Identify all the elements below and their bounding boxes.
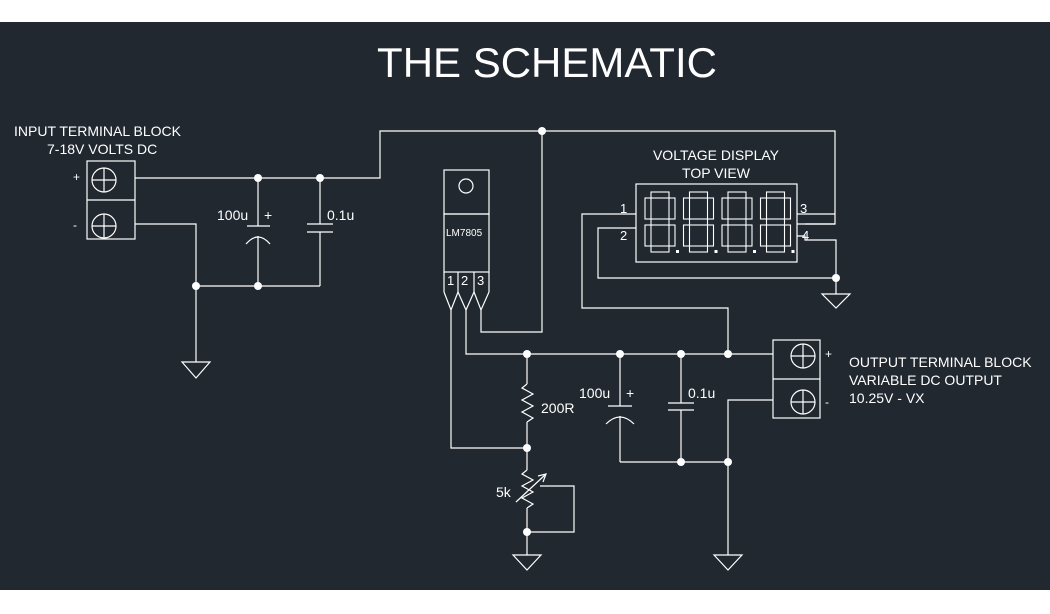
digit-segment: [688, 191, 709, 199]
input-cap-small-label: 0.1u: [327, 207, 354, 223]
digit-segment: [759, 197, 768, 220]
junction-dot: [316, 174, 324, 182]
digit-segment: [650, 218, 670, 226]
regulator-pin3-label: 3: [477, 273, 484, 288]
junction-dot: [724, 458, 732, 466]
display-pin1-label: 1: [620, 201, 627, 216]
regulator-pin2-label: 2: [461, 273, 468, 288]
digit-segment: [668, 197, 676, 220]
schematic-drawing: THE SCHEMATIC INPUT TERMINAL BLOCK 7-18V…: [14, 39, 1032, 571]
seven-segment-digit: [721, 191, 756, 253]
display-pin3-label: 3: [800, 201, 807, 216]
digit-segment: [745, 224, 753, 247]
output-filter: [605, 353, 773, 555]
input-cap-big-label: 100u: [217, 207, 248, 223]
output-terminal-block: [772, 339, 821, 419]
schematic-title: THE SCHEMATIC: [377, 39, 717, 86]
digit-segment: [765, 218, 786, 226]
ground-icon: [820, 293, 852, 309]
seven-segment-digit: [759, 191, 795, 253]
ground-icon: [712, 554, 744, 571]
output-minus-label: -: [825, 395, 829, 409]
digit-segment: [668, 224, 676, 247]
decimal-point: [676, 250, 679, 253]
regulator-wiring: [450, 131, 728, 449]
junction-dot: [254, 174, 262, 182]
seven-segment-digit: [644, 191, 679, 253]
output-block-label-line3: 10.25V - VX: [849, 390, 925, 406]
input-block-label-line1: INPUT TERMINAL BLOCK: [14, 123, 182, 139]
junction-dot: [523, 350, 531, 358]
seven-segment-digits: [644, 191, 795, 253]
junction-dot: [254, 282, 262, 290]
digit-segment: [783, 224, 792, 247]
decimal-point: [714, 250, 718, 253]
digit-segment: [727, 218, 747, 226]
pot-label: 5k: [496, 484, 512, 500]
output-block-label-line2: VARIABLE DC OUTPUT: [849, 372, 1002, 388]
input-cap-big-polarity: +: [264, 207, 272, 223]
digit-segment: [650, 245, 670, 253]
digit-segment: [727, 191, 747, 199]
digit-segment: [688, 218, 709, 226]
input-block-label-line2: 7-18V VOLTS DC: [47, 141, 157, 157]
input-plus-label: +: [73, 170, 80, 184]
junction-dot: [832, 274, 840, 282]
input-terminal-block: [86, 160, 136, 240]
junction-dot: [677, 350, 685, 358]
digit-segment: [706, 197, 715, 220]
junction-dot: [616, 350, 624, 358]
display-label-line1: VOLTAGE DISPLAY: [653, 147, 780, 163]
decimal-point: [753, 250, 756, 253]
display-wiring: [581, 213, 837, 354]
display-pin4-label: 4: [802, 228, 809, 243]
lm7805-regulator: [443, 169, 490, 312]
digit-segment: [759, 224, 768, 247]
output-block-label-line1: OUTPUT TERMINAL BLOCK: [849, 354, 1032, 370]
output-cap-small-label: 0.1u: [688, 385, 715, 401]
digit-segment: [688, 245, 709, 253]
seven-segment-digit: [682, 191, 718, 253]
digit-segment: [650, 191, 670, 199]
output-cap-big-label: 100u: [579, 385, 610, 401]
display-label-line2: TOP VIEW: [682, 165, 751, 181]
junction-dot: [677, 458, 685, 466]
digit-segment: [721, 224, 729, 247]
digit-segment: [644, 224, 652, 247]
output-cap-big-polarity: +: [626, 385, 634, 401]
ground-icon: [180, 361, 212, 379]
digit-segment: [765, 191, 786, 199]
digit-segment: [682, 197, 691, 220]
display-pin2-label: 2: [620, 228, 627, 243]
adjust-network: [515, 354, 575, 555]
junction-dot: [192, 282, 200, 290]
decimal-point: [791, 250, 795, 253]
ground-icon: [511, 554, 543, 571]
input-minus-label: -: [73, 218, 77, 232]
digit-segment: [682, 224, 691, 247]
junction-dot: [523, 528, 531, 536]
regulator-part-label: LM7805: [446, 228, 483, 239]
junction-dot: [523, 444, 531, 452]
voltage-display: [635, 183, 798, 263]
digit-segment: [706, 224, 715, 247]
digit-segment: [783, 197, 792, 220]
digit-segment: [765, 245, 786, 253]
digit-segment: [745, 197, 753, 220]
regulator-pin1-label: 1: [447, 273, 454, 288]
digit-segment: [721, 197, 729, 220]
digit-segment: [727, 245, 747, 253]
junction-dot: [724, 350, 732, 358]
resistor-label: 200R: [541, 400, 574, 416]
digit-segment: [644, 197, 652, 220]
schematic-canvas: THE SCHEMATIC INPUT TERMINAL BLOCK 7-18V…: [0, 22, 1050, 590]
output-plus-label: +: [825, 347, 832, 361]
